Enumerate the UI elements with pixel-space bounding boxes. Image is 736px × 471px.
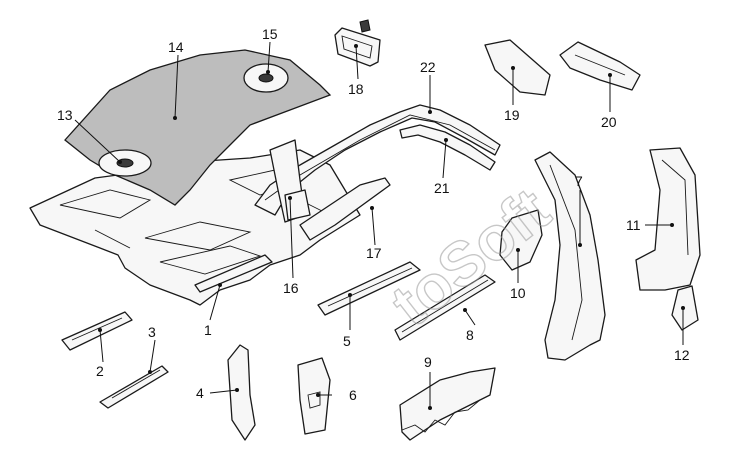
callout-17: 17: [366, 245, 382, 261]
callout-18: 18: [348, 81, 364, 97]
callout-15: 15: [262, 26, 278, 42]
part-inner-roof-rail: [399, 124, 496, 171]
part-rocker-panel-9: [399, 367, 496, 441]
callout-4: 4: [196, 385, 204, 401]
part-pillar-trim-4: [227, 344, 256, 441]
part-bracket-10: [499, 209, 543, 271]
part-sill-plate-left: [194, 254, 273, 293]
part-speaker-left: [98, 149, 152, 177]
callout-2: 2: [96, 363, 104, 379]
part-trim-19: [484, 39, 551, 96]
callout-12: 12: [674, 347, 690, 363]
part-speaker-right: [243, 63, 289, 93]
part-step-plate-2: [61, 311, 133, 351]
callout-13: 13: [57, 107, 73, 123]
callout-9: 9: [424, 354, 432, 370]
part-sill-5: [317, 261, 421, 316]
callout-21: 21: [434, 180, 450, 196]
part-rear-view-mirror: [334, 19, 381, 67]
part-sill-reinforcement: [299, 177, 391, 241]
callout-16: 16: [283, 280, 299, 296]
callout-labels: 1 2 3 4 5 6 7 8 9 10 11 12 13 14 15 16 1…: [57, 26, 690, 403]
callout-10: 10: [510, 285, 526, 301]
watermark: toSoft: [379, 175, 563, 340]
part-bracket-20: [559, 41, 641, 91]
callout-20: 20: [601, 114, 617, 130]
callout-14: 14: [168, 39, 184, 55]
callout-22: 22: [420, 59, 436, 75]
part-c-pillar-11: [635, 147, 701, 291]
part-b-pillar-7: [534, 151, 606, 361]
part-step-plate-3: [99, 365, 169, 409]
part-sill-8: [394, 274, 496, 341]
callout-5: 5: [343, 333, 351, 349]
callout-11: 11: [626, 217, 641, 233]
callout-1: 1: [204, 322, 212, 338]
part-pillar-trim-6: [297, 357, 331, 435]
callout-3: 3: [148, 324, 156, 340]
leader-lines: [74, 41, 685, 410]
callout-7: 7: [575, 173, 583, 189]
callout-8: 8: [466, 327, 474, 343]
callout-6: 6: [349, 387, 357, 403]
callout-19: 19: [504, 107, 520, 123]
